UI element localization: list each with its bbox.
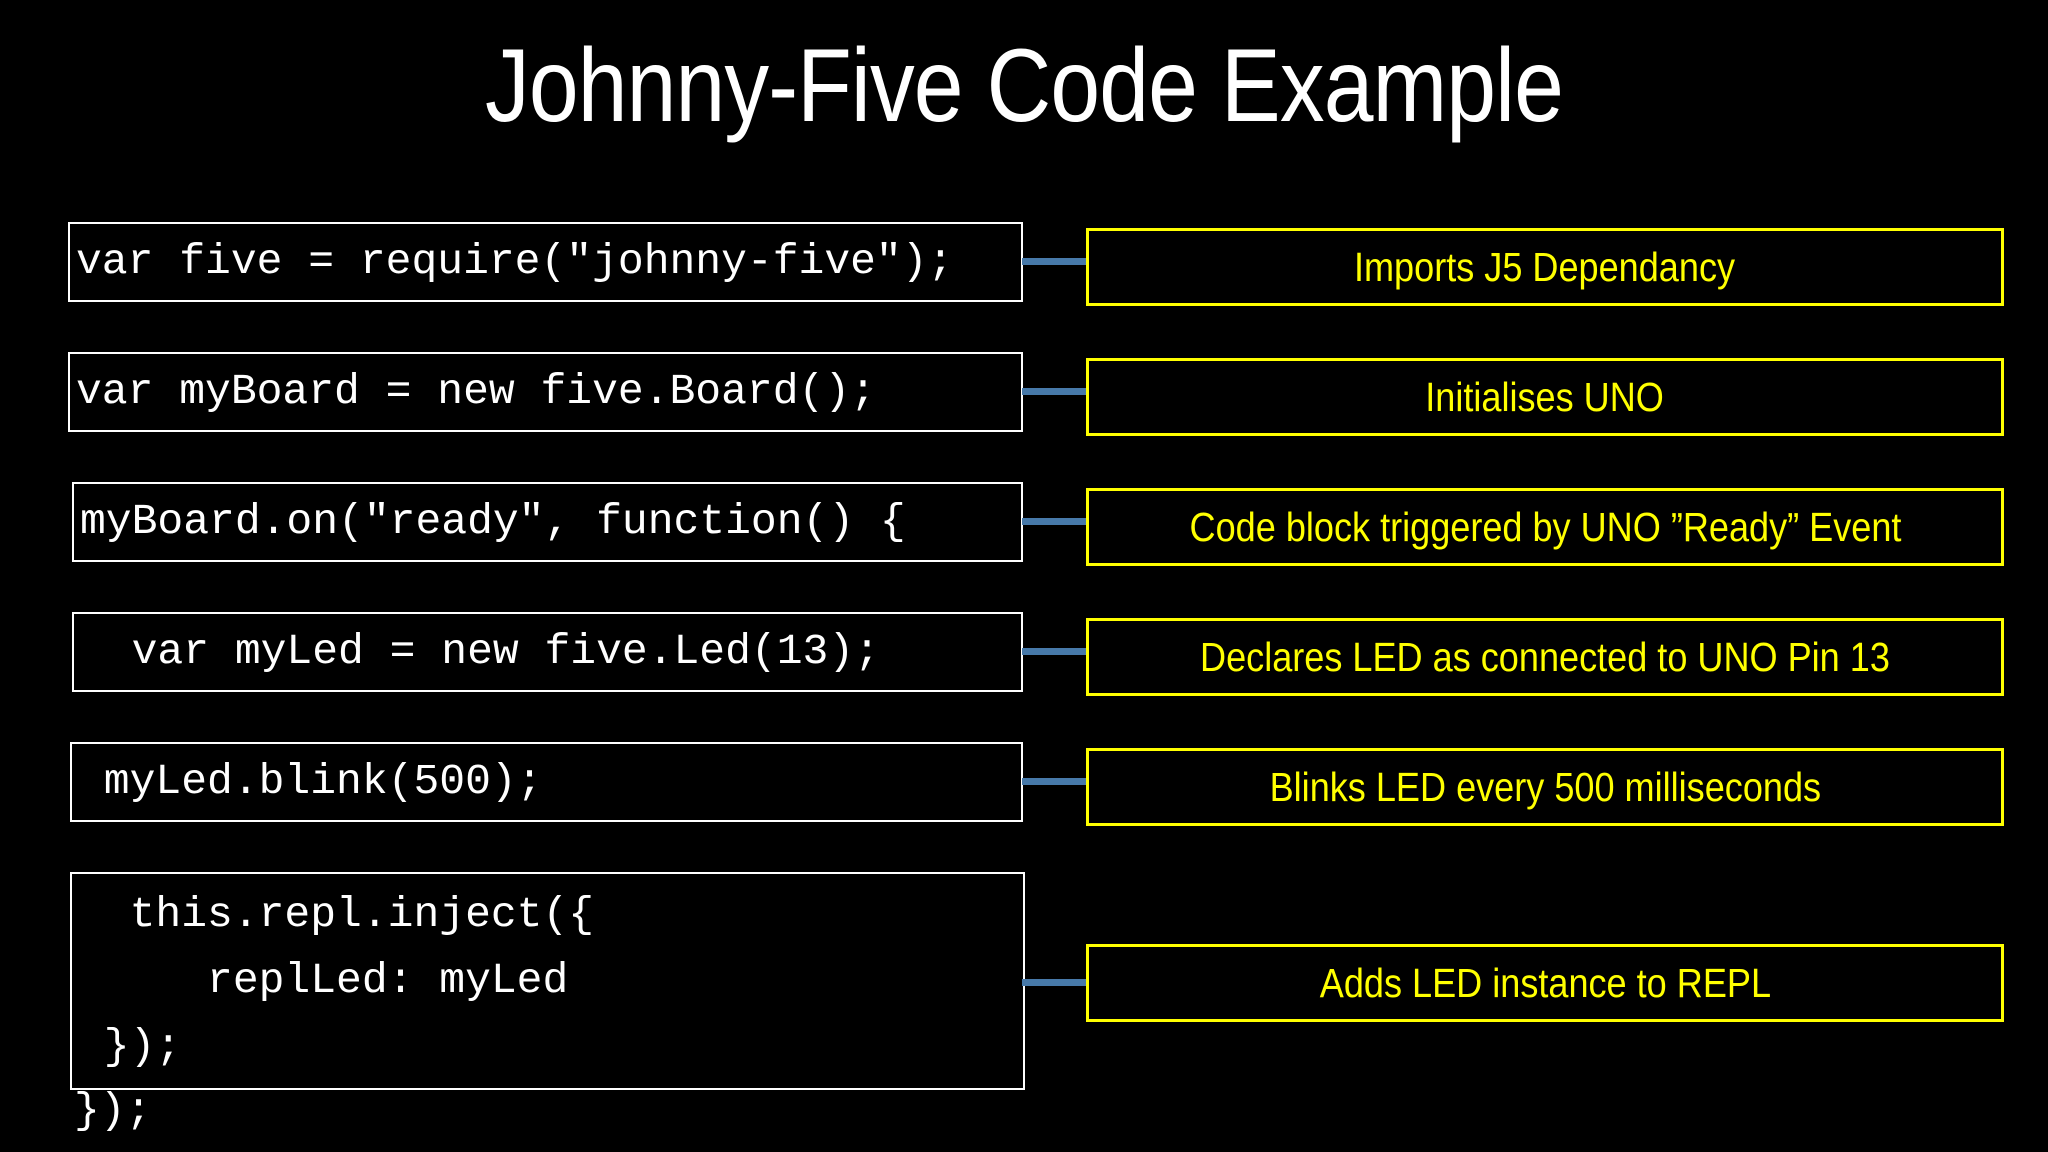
page-title: Johnny-Five Code Example	[484, 28, 1564, 144]
code-box-led: var myLed = new five.Led(13);	[72, 612, 1023, 692]
connector-line-on-ready	[1022, 518, 1088, 525]
code-text-blink: myLed.blink(500);	[78, 757, 543, 806]
note-text-blink: Blinks LED every 500 milliseconds	[1269, 764, 1821, 810]
note-text-require: Imports J5 Dependancy	[1354, 244, 1736, 290]
code-box-on-ready: myBoard.on("ready", function() {	[72, 482, 1023, 562]
note-text-on-ready: Code block triggered by UNO ”Ready” Even…	[1189, 504, 1901, 550]
note-box-require: Imports J5 Dependancy	[1086, 228, 2004, 306]
code-box-repl: this.repl.inject({ replLed: myLed });	[70, 872, 1025, 1090]
code-box-board: var myBoard = new five.Board();	[68, 352, 1023, 432]
note-box-repl: Adds LED instance to REPL	[1086, 944, 2004, 1022]
code-text-closing-brace: });	[74, 1086, 152, 1135]
note-box-blink: Blinks LED every 500 milliseconds	[1086, 748, 2004, 826]
code-box-require: var five = require("johnny-five");	[68, 222, 1023, 302]
connector-line-board	[1022, 388, 1088, 395]
connector-line-led	[1022, 648, 1088, 655]
note-text-board: Initialises UNO	[1425, 374, 1665, 420]
note-box-led: Declares LED as connected to UNO Pin 13	[1086, 618, 2004, 696]
note-text-repl: Adds LED instance to REPL	[1319, 960, 1771, 1006]
connector-line-blink	[1022, 778, 1088, 785]
note-text-led: Declares LED as connected to UNO Pin 13	[1200, 634, 1890, 680]
code-text-require: var five = require("johnny-five");	[76, 237, 954, 286]
code-box-blink: myLed.blink(500);	[70, 742, 1023, 822]
note-box-on-ready: Code block triggered by UNO ”Ready” Even…	[1086, 488, 2004, 566]
code-text-repl: this.repl.inject({ replLed: myLed });	[103, 890, 595, 1071]
code-text-board: var myBoard = new five.Board();	[76, 367, 876, 416]
connector-line-require	[1022, 258, 1088, 265]
code-text-led: var myLed = new five.Led(13);	[80, 627, 880, 676]
connector-line-repl	[1022, 979, 1088, 986]
code-text-on-ready: myBoard.on("ready", function() {	[80, 497, 906, 546]
note-box-board: Initialises UNO	[1086, 358, 2004, 436]
